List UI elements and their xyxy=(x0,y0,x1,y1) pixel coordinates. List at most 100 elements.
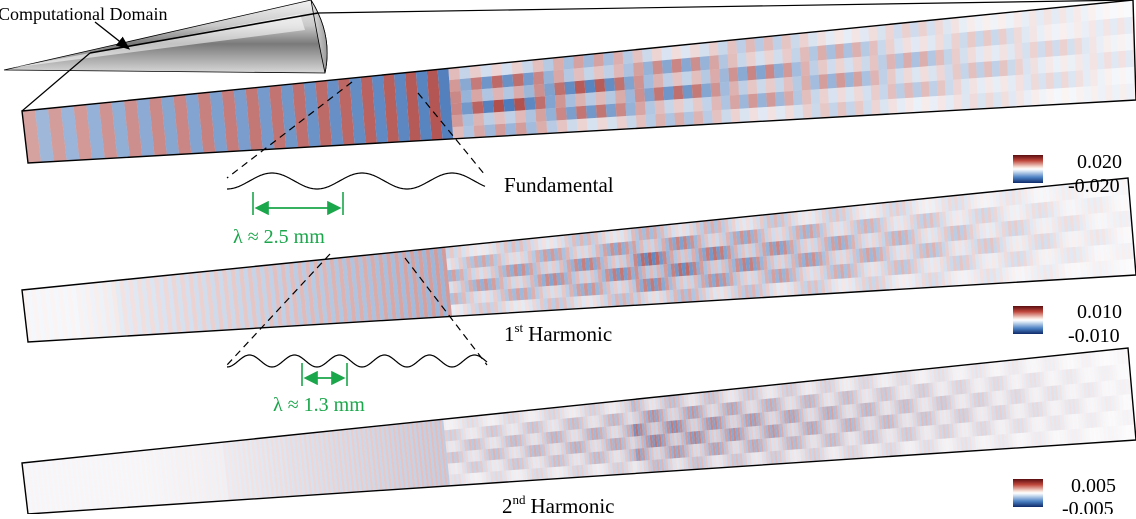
field-stripe xyxy=(562,297,568,310)
field-stripe xyxy=(656,264,661,278)
field-stripe xyxy=(853,263,858,278)
field-stripe xyxy=(487,242,493,255)
field-stripe xyxy=(1020,266,1026,282)
field-stripe xyxy=(188,445,198,503)
field-stripe xyxy=(684,431,689,445)
field-stripe xyxy=(399,423,409,489)
field-stripe xyxy=(729,389,733,403)
field-stripe xyxy=(681,222,687,237)
field-stripe xyxy=(878,69,888,85)
field-stripe xyxy=(981,392,985,407)
field-stripe xyxy=(492,289,498,302)
field-stripe xyxy=(708,246,714,261)
field-stripe xyxy=(581,452,586,465)
field-stripe xyxy=(629,411,633,425)
field-stripe xyxy=(905,244,911,260)
field-stripe xyxy=(845,404,849,419)
field-stripe xyxy=(729,415,733,429)
field-stripe xyxy=(1014,418,1019,434)
field-stripe xyxy=(708,41,719,57)
field-stripe xyxy=(911,51,920,68)
field-stripe xyxy=(799,395,803,409)
field-stripe xyxy=(466,439,470,451)
field-stripe xyxy=(777,410,781,425)
field-stripe xyxy=(213,270,225,331)
field-stripe xyxy=(1009,205,1014,221)
field-stripe xyxy=(744,413,749,427)
field-stripe xyxy=(782,62,793,78)
field-stripe xyxy=(665,250,671,265)
field-stripe xyxy=(769,255,775,270)
field-stripe xyxy=(649,459,654,473)
field-stripe xyxy=(553,248,559,261)
panel-title-sup-1: st xyxy=(515,320,524,335)
field-stripe xyxy=(838,418,842,433)
field-stripe xyxy=(925,425,930,440)
field-stripe xyxy=(1028,9,1037,27)
field-stripe xyxy=(284,263,296,327)
field-stripe xyxy=(1017,266,1023,283)
field-stripe xyxy=(1116,348,1120,365)
field-stripe xyxy=(525,121,537,135)
field-stripe xyxy=(495,277,501,290)
field-stripe xyxy=(1004,267,1010,283)
field-stripe xyxy=(699,443,703,457)
field-stripe xyxy=(628,424,632,437)
field-stripe xyxy=(831,392,835,406)
field-stripe xyxy=(538,249,544,263)
field-stripe xyxy=(1114,395,1118,411)
field-stripe xyxy=(515,469,519,482)
field-stripe xyxy=(848,249,854,264)
field-stripe xyxy=(665,290,671,304)
field-stripe xyxy=(179,273,191,333)
field-stripe xyxy=(883,373,887,388)
field-stripe xyxy=(748,216,754,230)
field-stripe xyxy=(897,441,902,456)
field-stripe xyxy=(1081,428,1085,444)
field-stripe xyxy=(985,420,990,436)
field-stripe xyxy=(896,385,901,400)
field-stripe xyxy=(989,391,993,407)
field-stripe xyxy=(944,381,949,396)
field-stripe xyxy=(731,415,736,429)
field-stripe xyxy=(790,396,795,410)
field-stripe xyxy=(552,56,564,71)
field-stripe xyxy=(984,253,990,269)
field-stripe xyxy=(546,443,551,456)
field-stripe xyxy=(738,94,749,109)
field-stripe xyxy=(766,385,770,399)
field-stripe xyxy=(1006,43,1015,60)
field-stripe xyxy=(754,284,760,298)
field-stripe xyxy=(601,269,606,282)
field-stripe xyxy=(1086,229,1091,247)
field-stripe xyxy=(671,458,676,471)
field-stripe xyxy=(1058,263,1063,280)
field-stripe xyxy=(670,395,674,409)
field-stripe xyxy=(549,285,555,299)
field-stripe xyxy=(1066,22,1075,40)
field-stripe xyxy=(664,277,670,291)
field-stripe xyxy=(918,412,922,427)
field-stripe xyxy=(753,270,759,285)
field-stripe xyxy=(746,65,757,81)
field-stripe xyxy=(1046,233,1051,250)
field-stripe xyxy=(1051,370,1055,386)
field-stripe xyxy=(512,252,518,265)
field-stripe xyxy=(1091,366,1096,383)
field-stripe xyxy=(968,77,978,94)
field-stripe xyxy=(943,366,947,382)
field-stripe xyxy=(1021,403,1025,419)
field-stripe xyxy=(454,417,459,430)
field-stripe xyxy=(470,303,476,316)
field-stripe xyxy=(648,447,652,461)
field-stripe xyxy=(790,253,796,268)
field-stripe xyxy=(1036,233,1042,250)
field-stripe xyxy=(755,412,759,427)
field-stripe xyxy=(484,290,490,303)
field-stripe xyxy=(562,466,567,479)
field-stripe xyxy=(808,421,812,435)
field-stripe xyxy=(590,403,594,416)
field-stripe xyxy=(552,235,558,249)
field-stripe xyxy=(727,53,738,69)
